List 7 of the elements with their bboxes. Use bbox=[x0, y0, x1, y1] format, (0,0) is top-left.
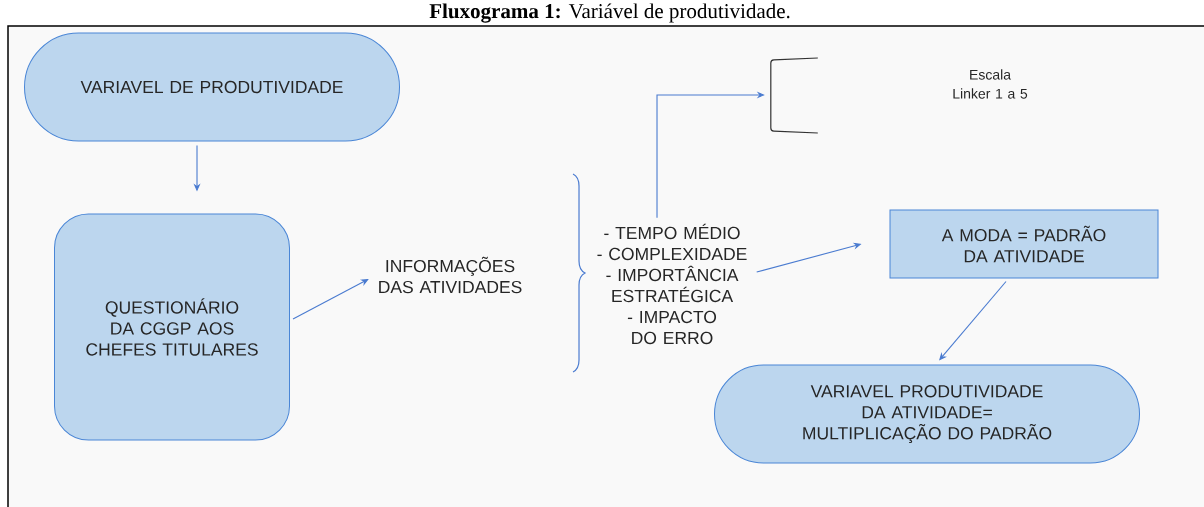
text-label: INFORMAÇÕES DAS ATIVIDADES bbox=[379, 256, 522, 294]
arrow bbox=[292, 279, 369, 320]
process-box: A MODA = PADRÃO DA ATIVIDADE bbox=[889, 209, 1159, 279]
text-label: - TEMPO MÉDIO - COMPLEXIDADE - IMPORTÂNCIA ESTRATÉGICA - IMPACTO DO ERRO bbox=[597, 223, 747, 345]
title: Fluxograma 1: Variável de produtividade. bbox=[429, 3, 790, 23]
text-label: Escala Linker 1 a 5 bbox=[953, 69, 1028, 99]
process-box: QUESTIONÁRIO DA CGGP AOS CHEFES TITULARES bbox=[54, 213, 290, 441]
